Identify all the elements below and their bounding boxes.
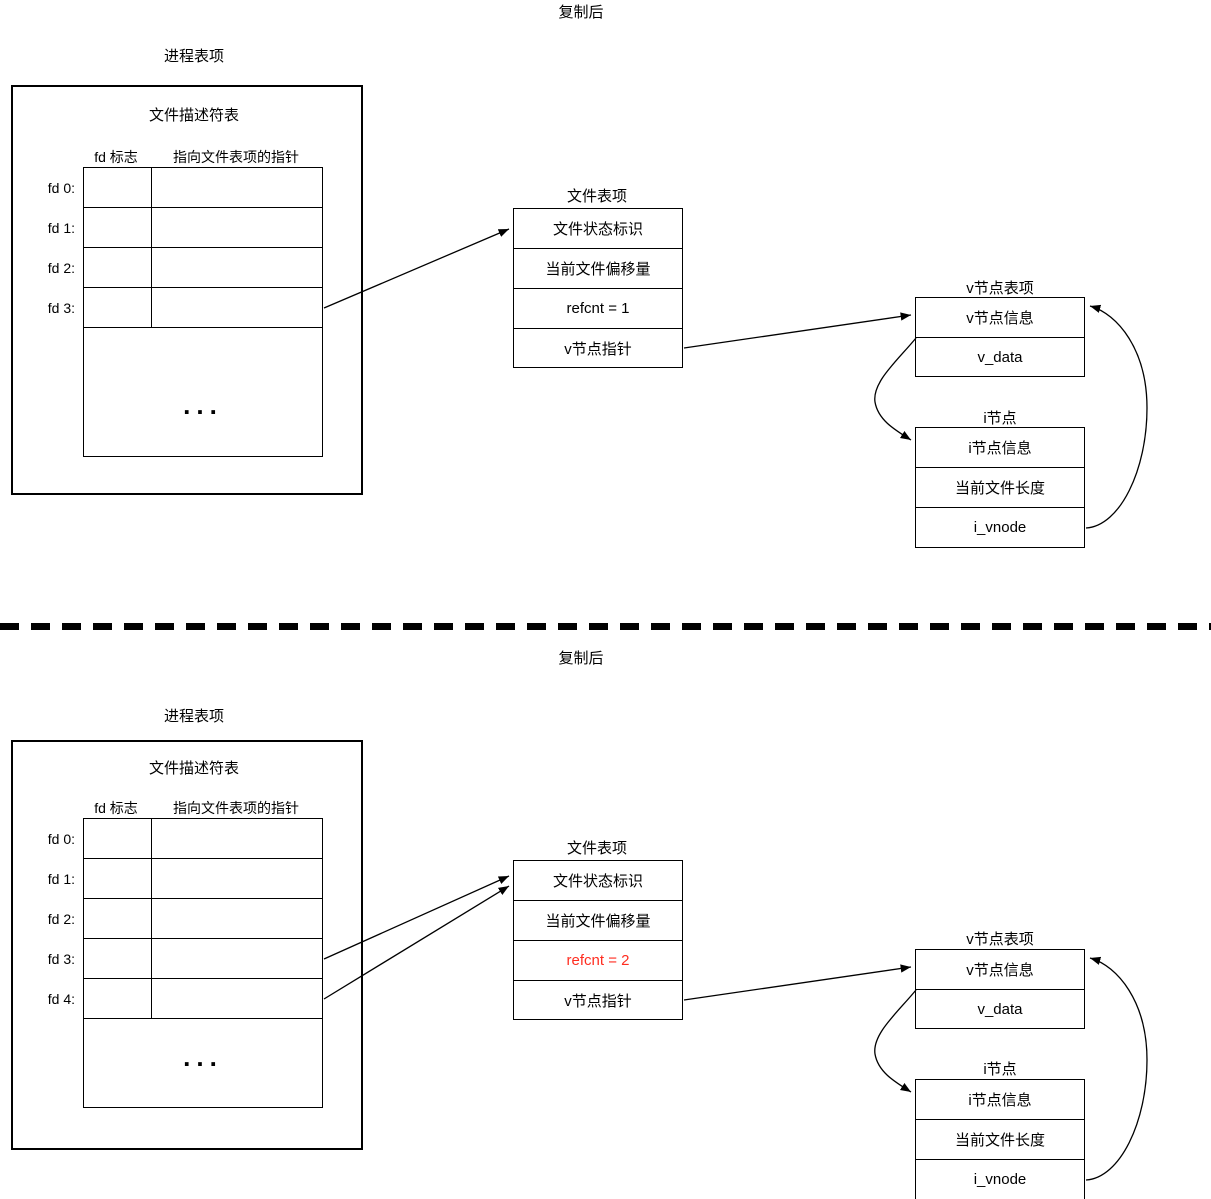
bottom-arrow-vdata-to-inode [874, 989, 917, 1093]
bottom-fd-row-label-0: fd 0: [47, 831, 75, 847]
table-row[interactable] [84, 939, 322, 979]
bottom-vnode-cell-vdata: v_data [977, 1000, 1023, 1018]
bottom-file-entry-caption: 文件表项 [566, 840, 628, 857]
top-file-entry-cell-flags: 文件状态标识 [514, 209, 682, 249]
bottom-fd-table-caption: 文件描述符表 [148, 760, 240, 777]
bottom-fd-col-pointer-header: 指向文件表项的指针 [173, 800, 299, 816]
bottom-file-entry-cell-vnode-pointer: v节点指针 [564, 992, 632, 1010]
bottom-inode-table: i节点信息 当前文件长度 i_vnode [915, 1079, 1085, 1199]
top-vnode-table: v节点信息 v_data [915, 297, 1085, 377]
bottom-inode-cell-ivnode: i_vnode [973, 1171, 1027, 1188]
bottom-arrow-ivnode-to-vnode [1085, 956, 1148, 1181]
bottom-file-entry-table: 文件状态标识 当前文件偏移量 refcnt = 2 v节点指针 [513, 860, 683, 1020]
top-fd-row-label-3: fd 3: [47, 300, 75, 316]
table-row[interactable] [84, 288, 322, 328]
top-vnode-cell-vdata: v_data [977, 348, 1023, 366]
bottom-fd-row-label-2: fd 2: [47, 911, 75, 927]
top-vnode-caption: v节点表项 [966, 280, 1034, 297]
bottom-fd-table [83, 818, 323, 1108]
bottom-arrow-file-entry-to-vnode [683, 964, 912, 1001]
section-divider [0, 623, 1211, 630]
top-fd-row-label-0: fd 0: [47, 180, 75, 196]
bottom-inode-cell-info: i节点信息 [916, 1080, 1084, 1120]
bottom-fd-col-flags-header: fd 标志 [94, 800, 138, 816]
top-inode-cell-ivnode: i_vnode [973, 519, 1027, 536]
bottom-vnode-caption: v节点表项 [966, 931, 1034, 948]
bottom-fd-row-label-4: fd 4: [47, 991, 75, 1007]
bottom-fd-table-ellipsis: ... [183, 1042, 223, 1072]
fd-column-divider [151, 168, 152, 328]
top-section-title: 复制后 [558, 4, 604, 21]
table-row[interactable] [84, 208, 322, 248]
bottom-inode-caption: i节点 [983, 1061, 1017, 1078]
top-inode-caption: i节点 [983, 410, 1017, 427]
bottom-inode-cell-filesize: 当前文件长度 [916, 1120, 1084, 1160]
table-row[interactable] [84, 819, 322, 859]
top-arrow-vdata-to-inode [874, 337, 917, 441]
top-process-entry-caption: 进程表项 [163, 48, 225, 65]
top-inode-table: i节点信息 当前文件长度 i_vnode [915, 427, 1085, 548]
top-fd-col-flags-header: fd 标志 [94, 149, 138, 165]
top-inode-cell-filesize: 当前文件长度 [916, 468, 1084, 508]
table-row[interactable] [84, 859, 322, 899]
top-fd-row-label-1: fd 1: [47, 220, 75, 236]
table-row[interactable] [84, 168, 322, 208]
bottom-section-title: 复制后 [558, 650, 604, 667]
bottom-process-entry-caption: 进程表项 [163, 708, 225, 725]
top-inode-cell-info: i节点信息 [916, 428, 1084, 468]
top-file-entry-table: 文件状态标识 当前文件偏移量 refcnt = 1 v节点指针 [513, 208, 683, 368]
top-fd-table-caption: 文件描述符表 [148, 107, 240, 124]
table-row[interactable] [84, 979, 322, 1019]
table-row[interactable] [84, 899, 322, 939]
top-file-entry-cell-vnode-pointer: v节点指针 [564, 340, 632, 358]
top-file-entry-caption: 文件表项 [566, 188, 628, 205]
bottom-file-entry-cell-offset: 当前文件偏移量 [514, 901, 682, 941]
top-file-entry-cell-offset: 当前文件偏移量 [514, 249, 682, 289]
top-fd-row-label-2: fd 2: [47, 260, 75, 276]
top-fd-col-pointer-header: 指向文件表项的指针 [173, 149, 299, 165]
top-arrow-file-entry-to-vnode [683, 312, 912, 349]
top-fd-table-ellipsis: ... [183, 390, 223, 420]
bottom-vnode-table: v节点信息 v_data [915, 949, 1085, 1029]
bottom-file-entry-cell-flags: 文件状态标识 [514, 861, 682, 901]
fd-column-divider [151, 819, 152, 1019]
bottom-file-entry-cell-refcnt: refcnt = 2 [514, 941, 682, 981]
bottom-fd-row-label-1: fd 1: [47, 871, 75, 887]
top-arrow-ivnode-to-vnode [1085, 304, 1148, 529]
top-vnode-cell-info: v节点信息 [916, 298, 1084, 338]
top-file-entry-cell-refcnt: refcnt = 1 [514, 289, 682, 329]
top-fd-table [83, 167, 323, 457]
bottom-vnode-cell-info: v节点信息 [916, 950, 1084, 990]
bottom-fd-row-label-3: fd 3: [47, 951, 75, 967]
table-row[interactable] [84, 248, 322, 288]
